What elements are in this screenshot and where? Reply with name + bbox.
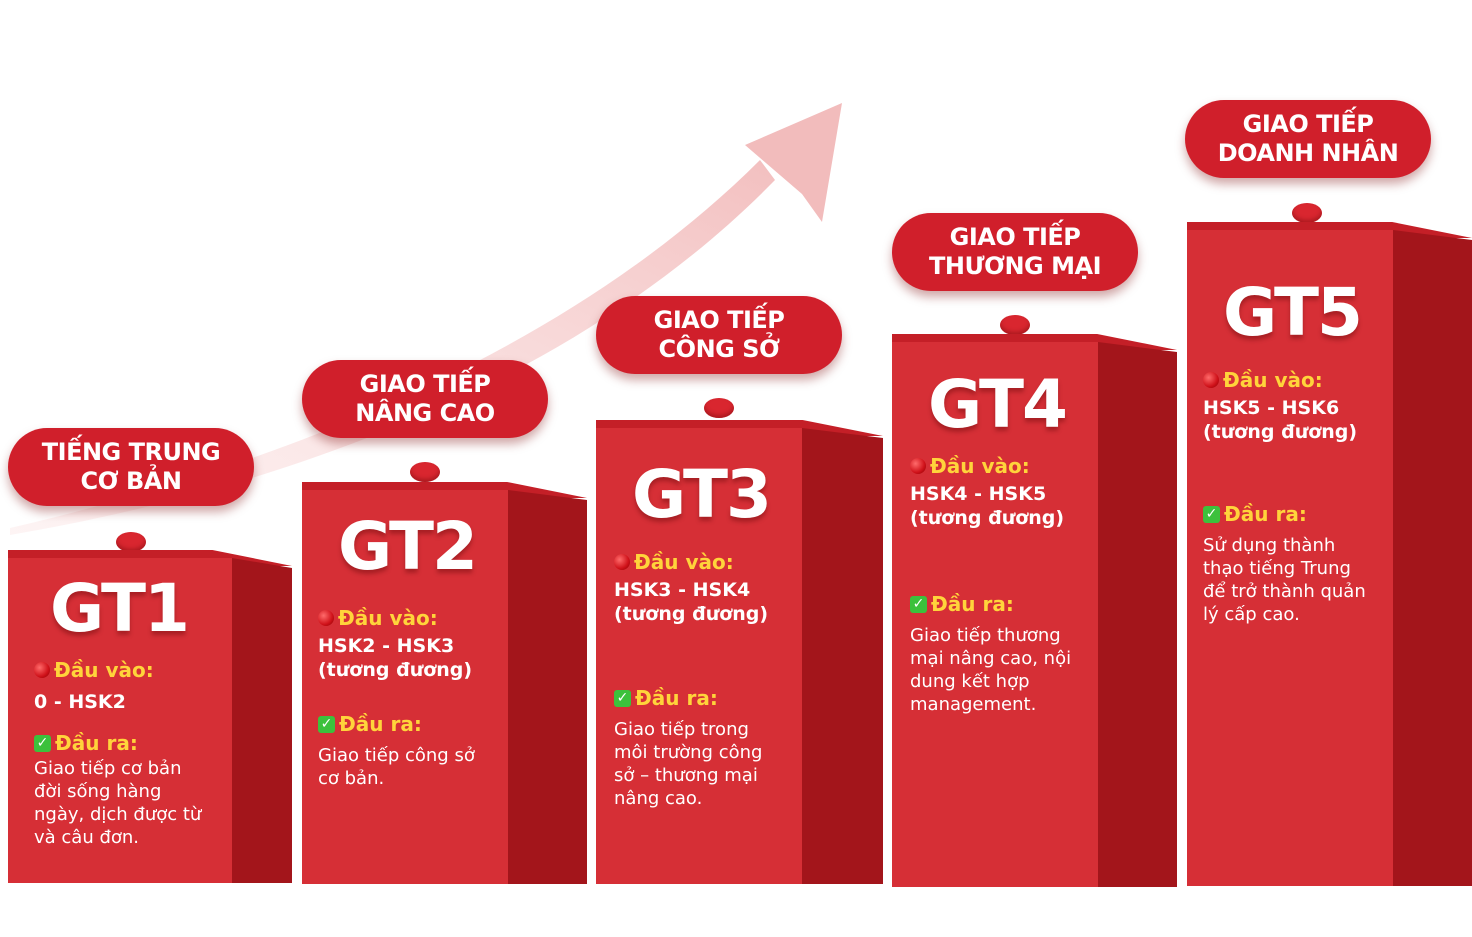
input-section: Đầu vào: HSK2 - HSK3 (tương đương)	[318, 606, 579, 682]
output-line: Giao tiếp trong	[614, 719, 749, 740]
check-icon: ✓	[614, 689, 631, 707]
red-dot-icon	[34, 662, 50, 678]
input-value: 0 - HSK2	[34, 691, 126, 713]
output-line: môi trường công	[614, 742, 763, 763]
level-title-line: THƯƠNG MẠI	[929, 252, 1102, 280]
input-section: Đầu vào: 0 - HSK2	[34, 658, 284, 714]
output-line: cơ bản.	[318, 768, 385, 789]
level-title-line: GIAO TIẾP	[1242, 110, 1374, 138]
level-title-line: DOANH NHÂN	[1217, 139, 1399, 167]
knob-icon	[1292, 203, 1322, 223]
output-line: Giao tiếp công sở	[318, 745, 475, 766]
level-code: GT3	[632, 456, 772, 533]
input-section: Đầu vào: HSK4 - HSK5 (tương đương)	[910, 454, 1169, 530]
check-icon: ✓	[318, 715, 335, 733]
output-section: ✓Đầu ra: Giao tiếp trong môi trường công…	[614, 686, 875, 810]
level-box: GT3 Đầu vào: HSK3 - HSK4 (tương đương) ✓…	[596, 420, 883, 884]
output-section: ✓Đầu ra: Giao tiếp cơ bản đời sống hàng …	[34, 731, 284, 849]
input-value: (tương đương)	[614, 603, 769, 625]
output-section: ✓Đầu ra: Giao tiếp thương mại nâng cao, …	[910, 592, 1169, 716]
input-label: Đầu vào:	[54, 658, 154, 682]
level-code: GT1	[50, 570, 190, 647]
check-icon: ✓	[34, 734, 51, 752]
output-line: và câu đơn.	[34, 827, 140, 848]
output-line: sở – thương mại	[614, 765, 758, 786]
input-value: HSK4 - HSK5	[910, 483, 1047, 505]
level-box: GT5 Đầu vào: HSK5 - HSK6 (tương đương) ✓…	[1187, 222, 1472, 886]
level-title-pill: TIẾNG TRUNG CƠ BẢN	[8, 428, 254, 506]
knob-icon	[704, 398, 734, 418]
growth-arrow-head	[745, 103, 842, 222]
input-section: Đầu vào: HSK3 - HSK4 (tương đương)	[614, 550, 875, 626]
level-title-pill: GIAO TIẾP THƯƠNG MẠI	[892, 213, 1138, 291]
output-line: dung kết hợp	[910, 671, 1030, 692]
level-box: GT4 Đầu vào: HSK4 - HSK5 (tương đương) ✓…	[892, 334, 1177, 887]
output-line: đời sống hàng	[34, 781, 162, 802]
input-value: HSK5 - HSK6	[1203, 397, 1340, 419]
output-line: Sử dụng thành	[1203, 535, 1336, 556]
input-label: Đầu vào:	[1223, 368, 1323, 392]
level-code: GT2	[338, 508, 478, 585]
level-title-line: TIẾNG TRUNG	[41, 438, 221, 466]
input-label: Đầu vào:	[634, 550, 734, 574]
level-title-line: NÂNG CAO	[355, 399, 495, 427]
input-section: Đầu vào: HSK5 - HSK6 (tương đương)	[1203, 368, 1464, 444]
input-value: HSK2 - HSK3	[318, 635, 455, 657]
input-value: (tương đương)	[1203, 421, 1358, 443]
input-value: (tương đương)	[910, 507, 1065, 529]
input-value: (tương đương)	[318, 659, 473, 681]
level-box: GT1 Đầu vào: 0 - HSK2 ✓Đầu ra: Giao tiếp…	[8, 550, 292, 883]
level-title-pill: GIAO TIẾP CÔNG SỞ	[596, 296, 842, 374]
level-title-pill: GIAO TIẾP NÂNG CAO	[302, 360, 548, 438]
output-line: lý cấp cao.	[1203, 604, 1300, 625]
red-dot-icon	[318, 610, 334, 626]
level-code: GT4	[928, 366, 1068, 443]
knob-icon	[116, 532, 146, 552]
output-section: ✓Đầu ra: Sử dụng thành thạo tiếng Trung …	[1203, 502, 1464, 626]
output-line: ngày, dịch được từ	[34, 804, 202, 825]
output-line: nâng cao.	[614, 788, 703, 809]
level-title-line: GIAO TIẾP	[949, 223, 1081, 251]
red-dot-icon	[1203, 372, 1219, 388]
output-section: ✓Đầu ra: Giao tiếp công sở cơ bản.	[318, 712, 579, 790]
input-value: HSK3 - HSK4	[614, 579, 751, 601]
output-line: Giao tiếp thương	[910, 625, 1061, 646]
output-line: Giao tiếp cơ bản	[34, 758, 182, 779]
output-label: Đầu ra:	[931, 592, 1014, 616]
input-label: Đầu vào:	[930, 454, 1030, 478]
output-label: Đầu ra:	[55, 731, 138, 755]
red-dot-icon	[614, 554, 630, 570]
level-title-line: GIAO TIẾP	[359, 370, 491, 398]
knob-icon	[1000, 315, 1030, 335]
knob-icon	[410, 462, 440, 482]
level-title-line: CÔNG SỞ	[658, 335, 780, 363]
output-line: mại nâng cao, nội	[910, 648, 1072, 669]
check-icon: ✓	[1203, 505, 1220, 523]
output-line: thạo tiếng Trung	[1203, 558, 1351, 579]
level-title-line: GIAO TIẾP	[653, 306, 785, 334]
level-box: GT2 Đầu vào: HSK2 - HSK3 (tương đương) ✓…	[302, 482, 587, 884]
level-code: GT5	[1223, 274, 1363, 351]
check-icon: ✓	[910, 595, 927, 613]
output-label: Đầu ra:	[1224, 502, 1307, 526]
output-label: Đầu ra:	[635, 686, 718, 710]
output-label: Đầu ra:	[339, 712, 422, 736]
output-line: management.	[910, 694, 1037, 715]
level-title-pill: GIAO TIẾP DOANH NHÂN	[1185, 100, 1431, 178]
output-line: để trở thành quản	[1203, 581, 1366, 602]
level-title-line: CƠ BẢN	[80, 467, 182, 495]
input-label: Đầu vào:	[338, 606, 438, 630]
red-dot-icon	[910, 458, 926, 474]
